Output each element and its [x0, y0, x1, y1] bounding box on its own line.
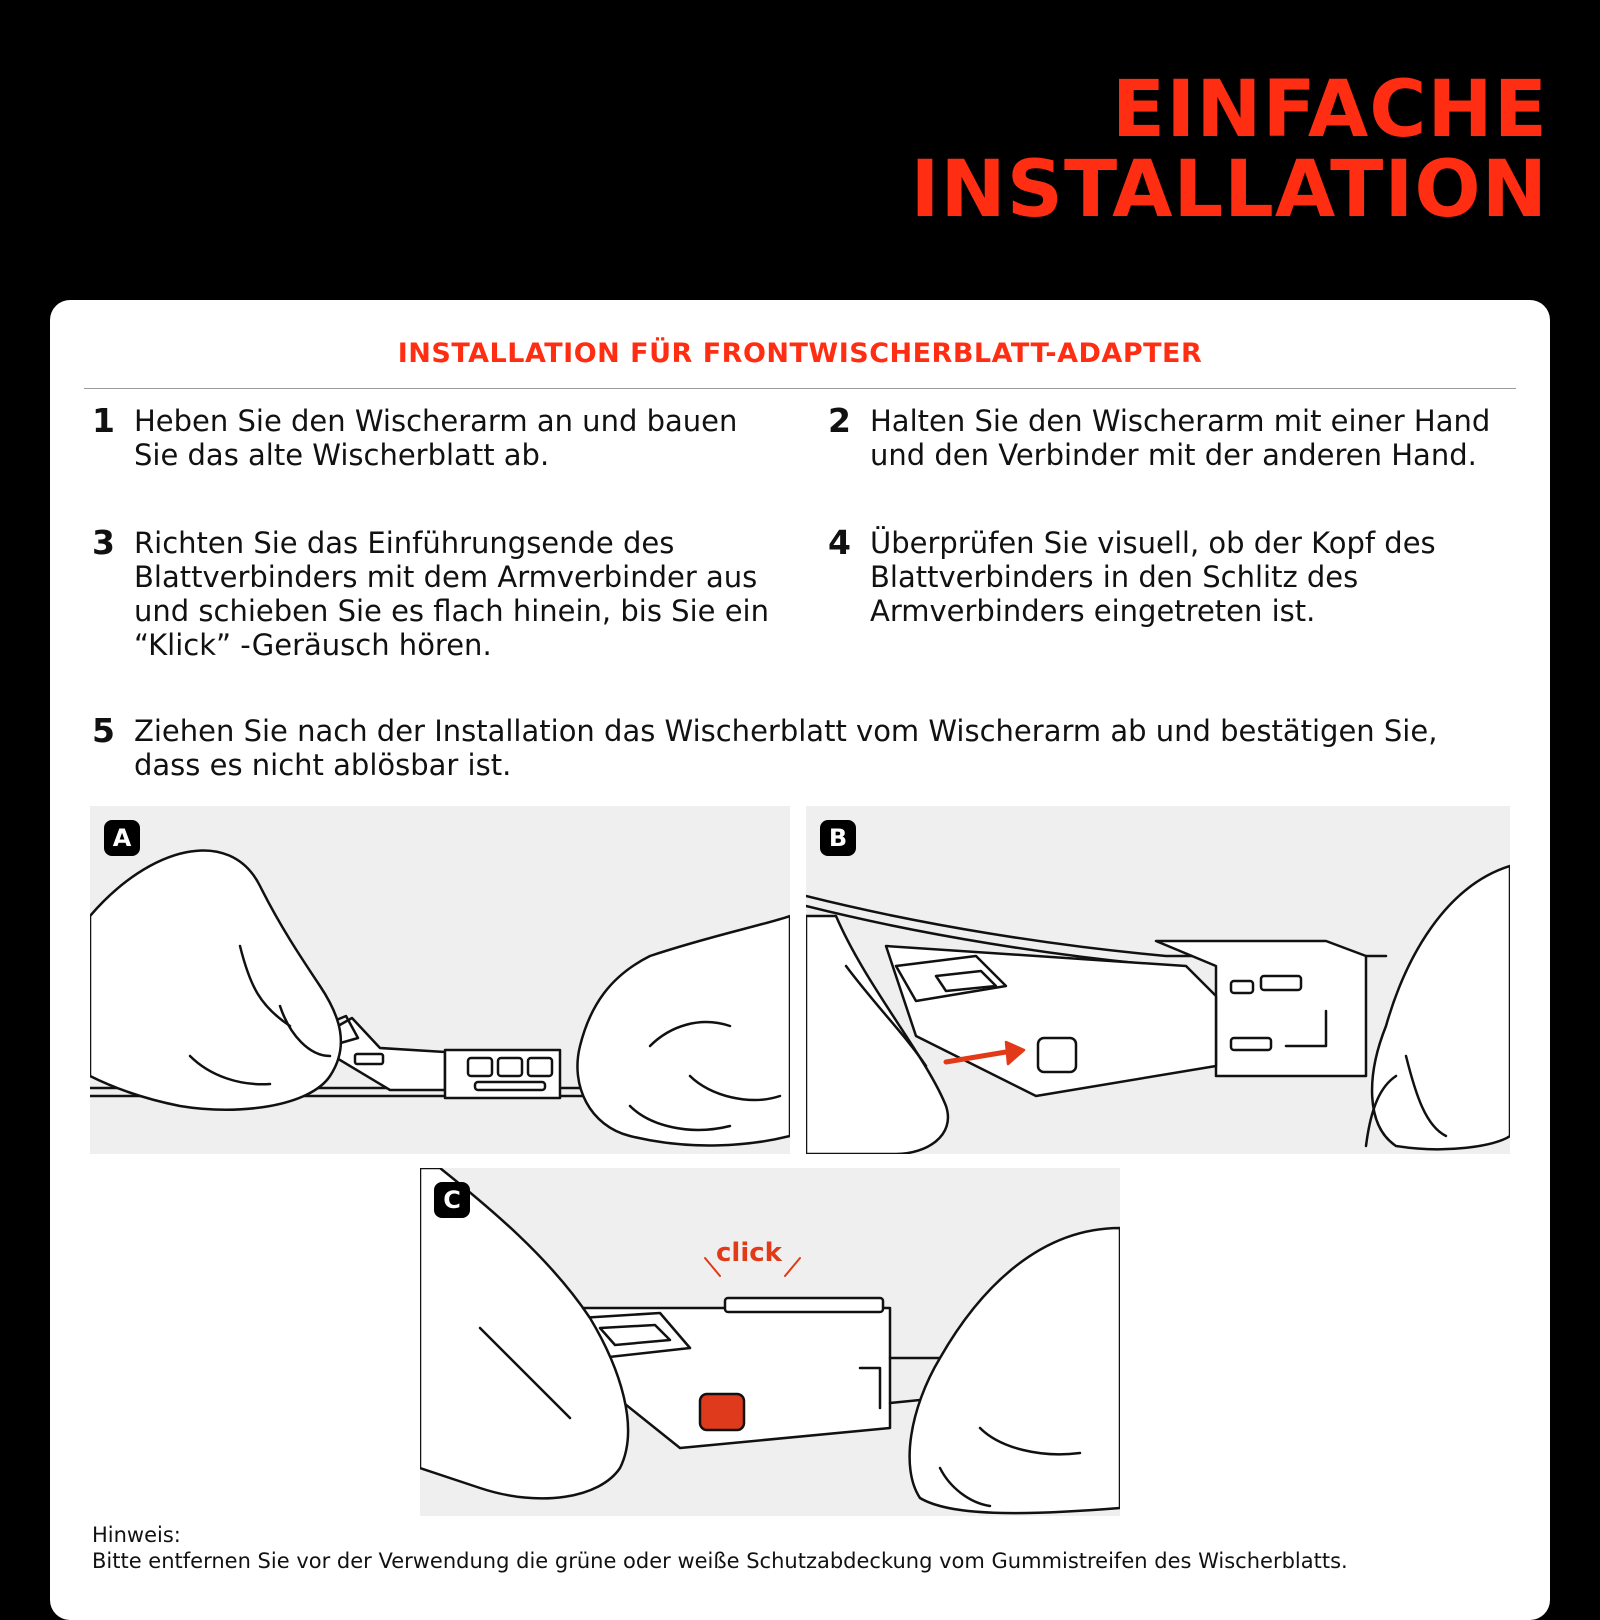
headline: EINFACHE INSTALLATION — [910, 70, 1548, 230]
step-text: Halten Sie den Wischerarm mit einer Hand… — [870, 404, 1491, 472]
step-text: Überprüfen Sie visuell, ob der Kopf des … — [870, 526, 1436, 628]
step-number: 5 — [92, 711, 115, 750]
panel-label-b: B — [820, 820, 856, 856]
section-title: INSTALLATION FÜR FRONTWISCHERBLATT-ADAPT… — [397, 338, 1203, 369]
illustration-a: A — [90, 806, 790, 1154]
headline-line-1: EINFACHE — [1111, 65, 1548, 155]
illustration-b: B — [806, 806, 1510, 1154]
panel-label-c: C — [434, 1182, 470, 1218]
note-label: Hinweis: — [92, 1523, 181, 1547]
connector-closeup-illustration — [806, 864, 1510, 1154]
step-number: 2 — [828, 401, 851, 440]
hands-holding-wiper-illustration — [90, 849, 790, 1147]
step-text: Richten Sie das Einführungsende des Blat… — [134, 526, 769, 662]
instruction-card: INSTALLATION FÜR FRONTWISCHERBLATT-ADAPT… — [50, 300, 1550, 1620]
step-number: 3 — [92, 523, 115, 562]
connector-click-illustration — [420, 1168, 1120, 1515]
headline-line-2: INSTALLATION — [910, 145, 1548, 235]
step-text: Ziehen Sie nach der Installation das Wis… — [134, 714, 1438, 782]
divider — [84, 388, 1516, 389]
step-number: 1 — [92, 401, 115, 440]
note: Hinweis: Bitte entfernen Sie vor der Ver… — [92, 1522, 1348, 1574]
illustration-c: C click — [420, 1168, 1120, 1516]
panel-label-a: A — [104, 820, 140, 856]
click-sound-label: click — [716, 1238, 782, 1268]
note-text: Bitte entfernen Sie vor der Verwendung d… — [92, 1549, 1348, 1573]
step-number: 4 — [828, 523, 851, 562]
step-text: Heben Sie den Wischerarm an und bauen Si… — [134, 404, 738, 472]
